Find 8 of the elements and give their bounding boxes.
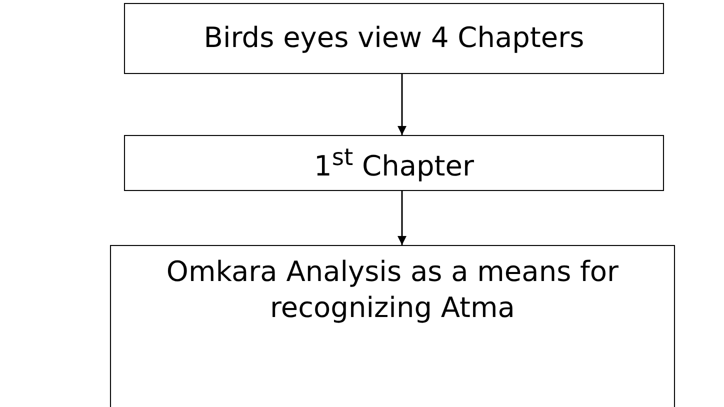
- arrow: [398, 191, 406, 245]
- process-box: [124, 3, 664, 74]
- box-text: Omkara Analysis as a means for recognizing Atma: [165, 254, 620, 326]
- arrow: [398, 74, 406, 135]
- box-text: 1$^{st}$ Chapter: [314, 142, 474, 184]
- process-box: [124, 135, 664, 191]
- process-box: [110, 245, 675, 407]
- box-text: Birds eyes view 4 Chapters: [204, 20, 584, 56]
